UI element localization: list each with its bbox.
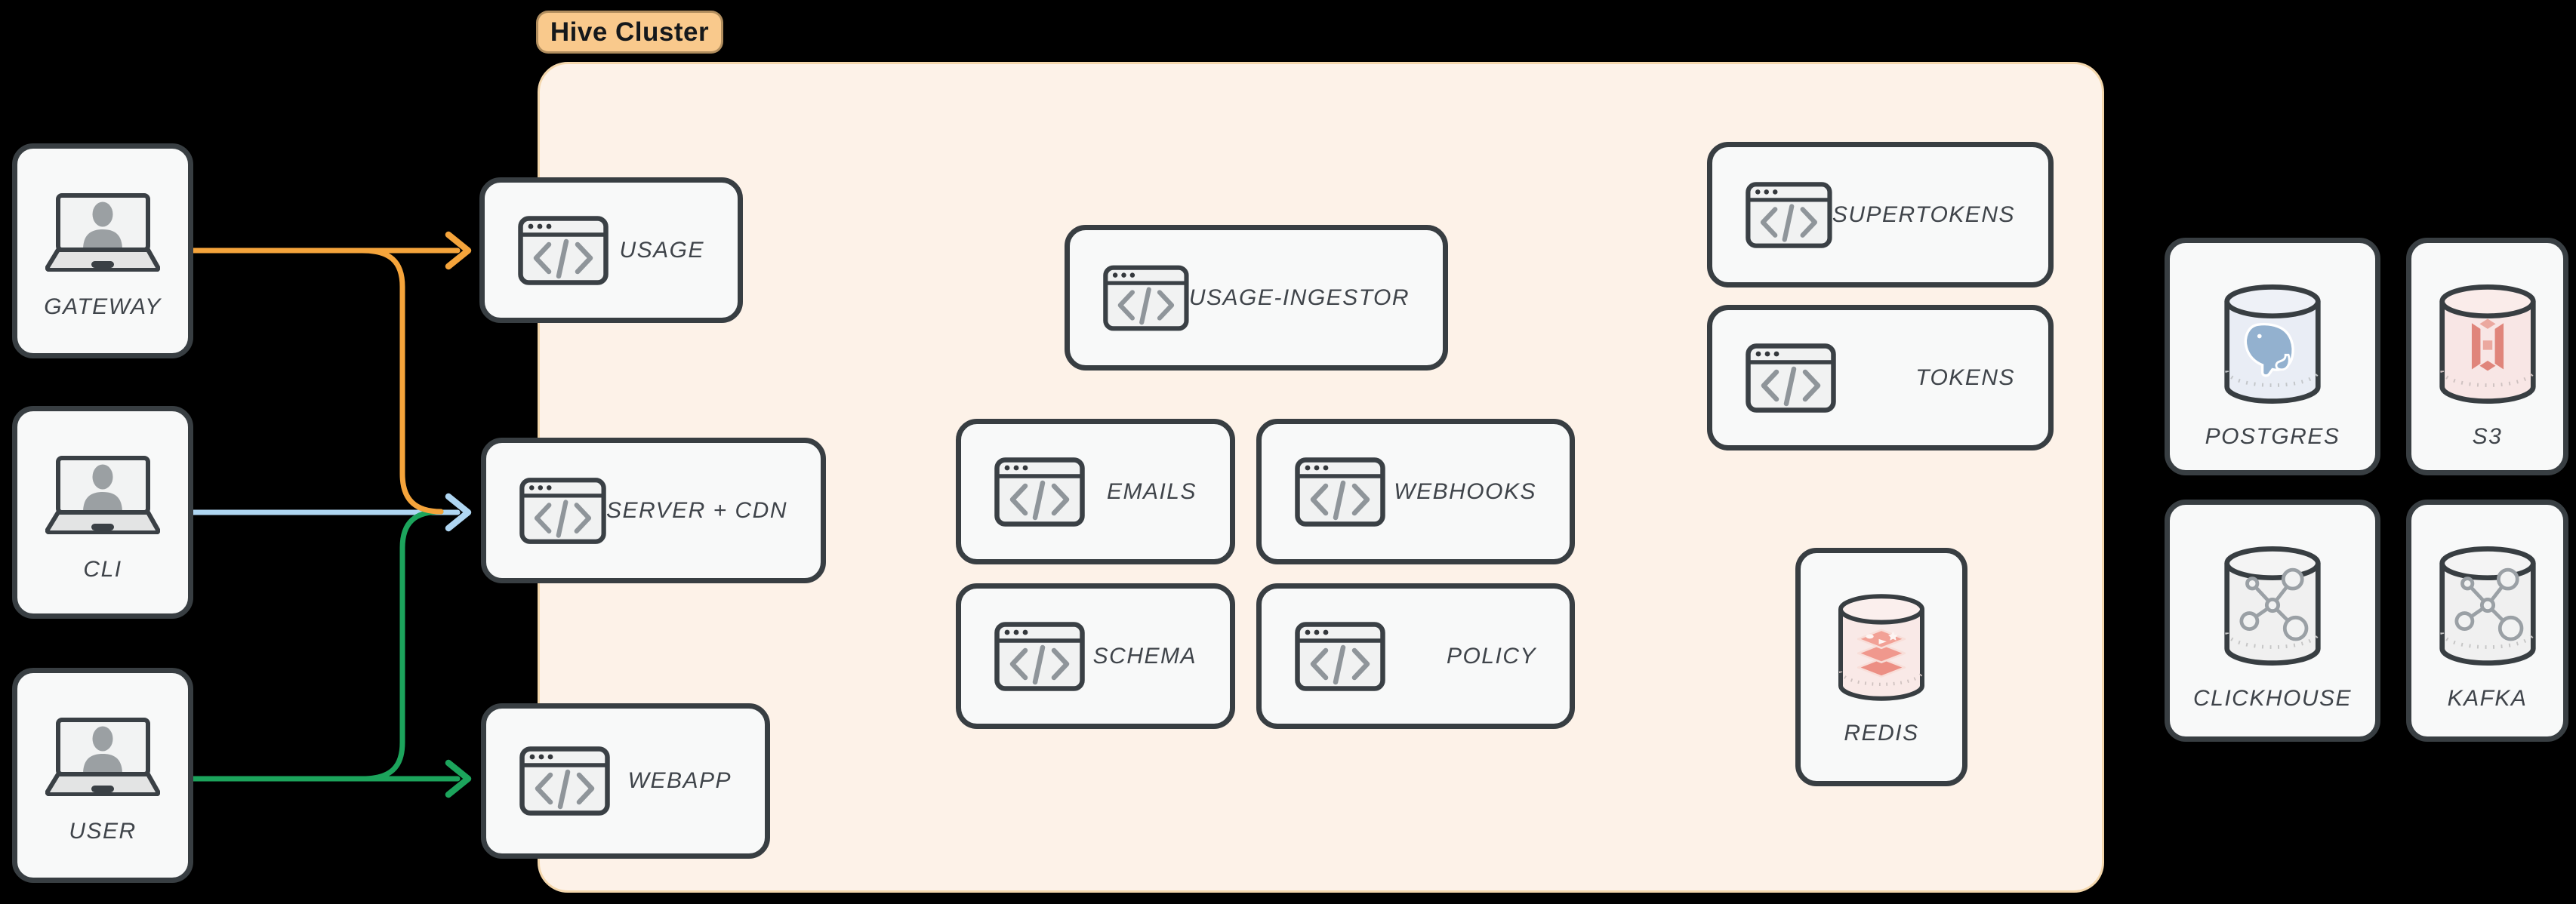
code-window-icon [518, 216, 609, 285]
node-label: CLI [83, 557, 122, 582]
node-label: USER [69, 819, 137, 844]
node-usage-ingestor: USAGE-INGESTOR [1065, 225, 1448, 371]
s3-database-icon [2437, 282, 2538, 406]
code-window-icon [1103, 263, 1189, 333]
node-label: WEBAPP [627, 768, 732, 793]
node-label: SUPERTOKENS [1832, 201, 2015, 227]
code-window-icon [994, 622, 1085, 691]
node-postgres: POSTGRES [2165, 238, 2380, 475]
node-label: SERVER + CDN [605, 497, 787, 523]
node-policy: POLICY [1256, 583, 1575, 729]
node-clickhouse: CLICKHOUSE [2165, 500, 2380, 742]
code-window-icon [1295, 622, 1385, 691]
edge-user-server [359, 509, 444, 782]
laptop-user-icon [45, 718, 160, 796]
node-label: WEBHOOKS [1394, 478, 1536, 504]
node-label: CLICKHOUSE [2192, 686, 2353, 711]
node-label: KAFKA [2447, 686, 2528, 711]
node-emails: EMAILS [956, 419, 1235, 564]
hive-cluster-tag: Hive Cluster [536, 11, 723, 54]
node-tokens: TOKENS [1707, 305, 2054, 450]
node-server-cdn: SERVER + CDN [481, 438, 826, 583]
arrowhead-server [445, 493, 472, 532]
edge-gateway-server [359, 248, 444, 515]
code-window-icon [994, 457, 1085, 527]
code-window-icon [1746, 343, 1836, 413]
node-label: USAGE-INGESTOR [1188, 284, 1410, 310]
node-cli: CLI [12, 406, 193, 619]
clickhouse-database-icon [2222, 544, 2323, 668]
code-window-icon [519, 746, 610, 816]
arrowhead-usage [445, 231, 472, 270]
node-label: POSTGRES [2205, 424, 2340, 449]
postgres-database-icon [2222, 282, 2323, 406]
code-window-icon [1746, 180, 1832, 250]
laptop-user-icon [45, 456, 160, 534]
laptop-user-icon [45, 193, 160, 272]
node-label: EMAILS [1106, 478, 1197, 504]
kafka-database-icon [2437, 544, 2538, 668]
node-kafka: KAFKA [2406, 500, 2568, 742]
node-label: GATEWAY [44, 294, 162, 319]
code-window-icon [519, 476, 606, 546]
redis-database-icon [1836, 592, 1927, 703]
node-supertokens: SUPERTOKENS [1707, 142, 2054, 287]
node-label: POLICY [1446, 643, 1536, 669]
node-redis: REDIS [1795, 548, 1967, 786]
node-webhooks: WEBHOOKS [1256, 419, 1575, 564]
node-gateway: GATEWAY [12, 143, 193, 358]
node-schema: SCHEMA [956, 583, 1235, 729]
node-user: USER [12, 668, 193, 883]
node-webapp: WEBAPP [481, 703, 770, 859]
node-label: USAGE [619, 237, 704, 263]
node-label: SCHEMA [1092, 643, 1197, 669]
node-label: S3 [2472, 424, 2503, 449]
node-label: REDIS [1844, 721, 1919, 746]
code-window-icon [1295, 457, 1385, 527]
node-usage: USAGE [479, 177, 743, 323]
node-s3: S3 [2406, 238, 2568, 475]
node-label: TOKENS [1915, 364, 2015, 390]
arrowhead-webapp [445, 759, 472, 798]
